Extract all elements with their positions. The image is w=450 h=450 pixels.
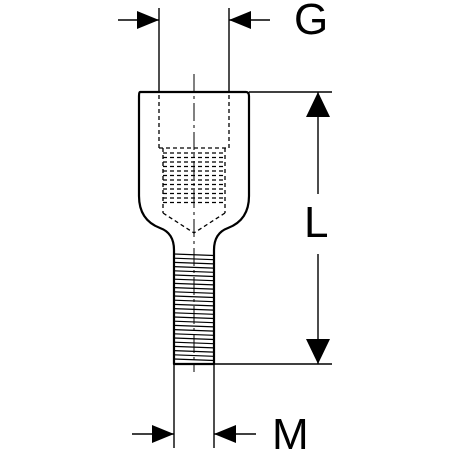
dimension-m: M <box>132 364 309 450</box>
external-thread-line <box>173 333 215 336</box>
dimension-l: L <box>214 91 332 365</box>
arrow-left-icon <box>229 11 251 29</box>
external-thread-line <box>173 274 215 278</box>
dimension-l-label: L <box>304 198 328 247</box>
arrow-right-icon <box>137 11 159 29</box>
external-thread-line <box>173 354 215 357</box>
external-thread-line <box>173 324 215 328</box>
arrow-left-icon <box>214 425 236 443</box>
spacer-body <box>137 74 251 372</box>
dimension-g-label: G <box>294 0 328 44</box>
arrow-right-icon <box>152 425 174 443</box>
dimension-g: G <box>118 0 328 92</box>
external-thread-line <box>173 303 215 307</box>
arrow-up-icon <box>306 92 330 117</box>
external-thread-line <box>173 295 215 299</box>
dimension-m-label: M <box>272 410 309 450</box>
arrow-down-icon <box>306 339 330 364</box>
external-thread-line <box>173 266 215 269</box>
